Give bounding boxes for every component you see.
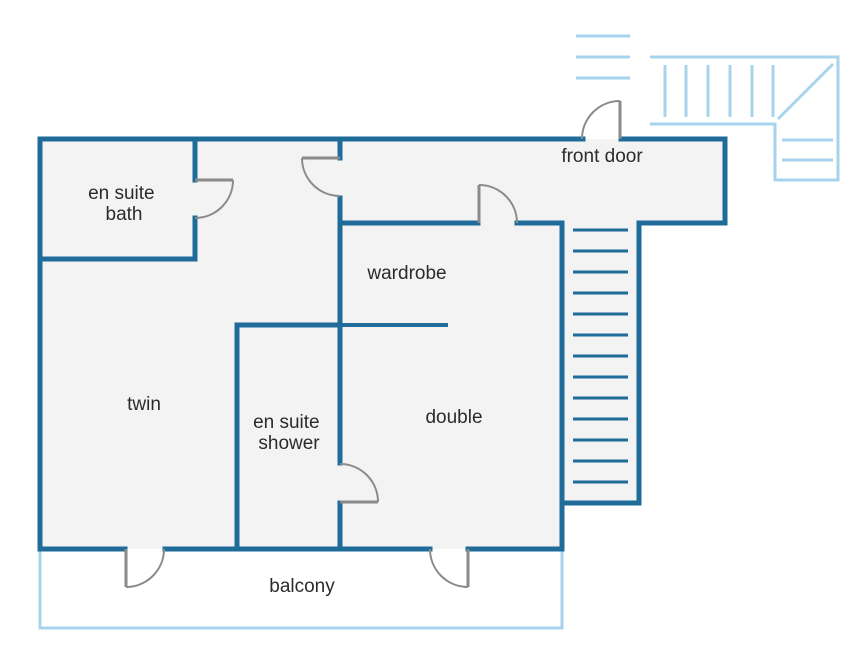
- exterior-staircase: [576, 34, 840, 182]
- interior-staircase: [573, 228, 628, 484]
- room-label-front-door: front door: [561, 146, 643, 167]
- bath-door-swing: [194, 178, 234, 219]
- doors: [124, 100, 622, 588]
- room-label-twin: twin: [127, 394, 161, 415]
- shower-door-swing: [339, 463, 379, 504]
- room-label-shower: en suite shower: [253, 412, 325, 454]
- double-balcony-door-swing: [429, 548, 470, 588]
- room-label-bath: en suite bath: [88, 183, 160, 225]
- walls: [37, 136, 728, 552]
- twin-balcony-door-swing: [124, 548, 165, 588]
- floor-fill: [40, 139, 725, 549]
- room-label-double: double: [425, 407, 482, 428]
- room-label-balcony: balcony: [269, 576, 335, 597]
- twin-door-swing: [301, 156, 341, 197]
- room-label-wardrobe: wardrobe: [366, 263, 446, 284]
- double-door-swing: [477, 184, 518, 224]
- front-door-swing: [581, 100, 622, 140]
- balcony-outline: [38, 549, 564, 630]
